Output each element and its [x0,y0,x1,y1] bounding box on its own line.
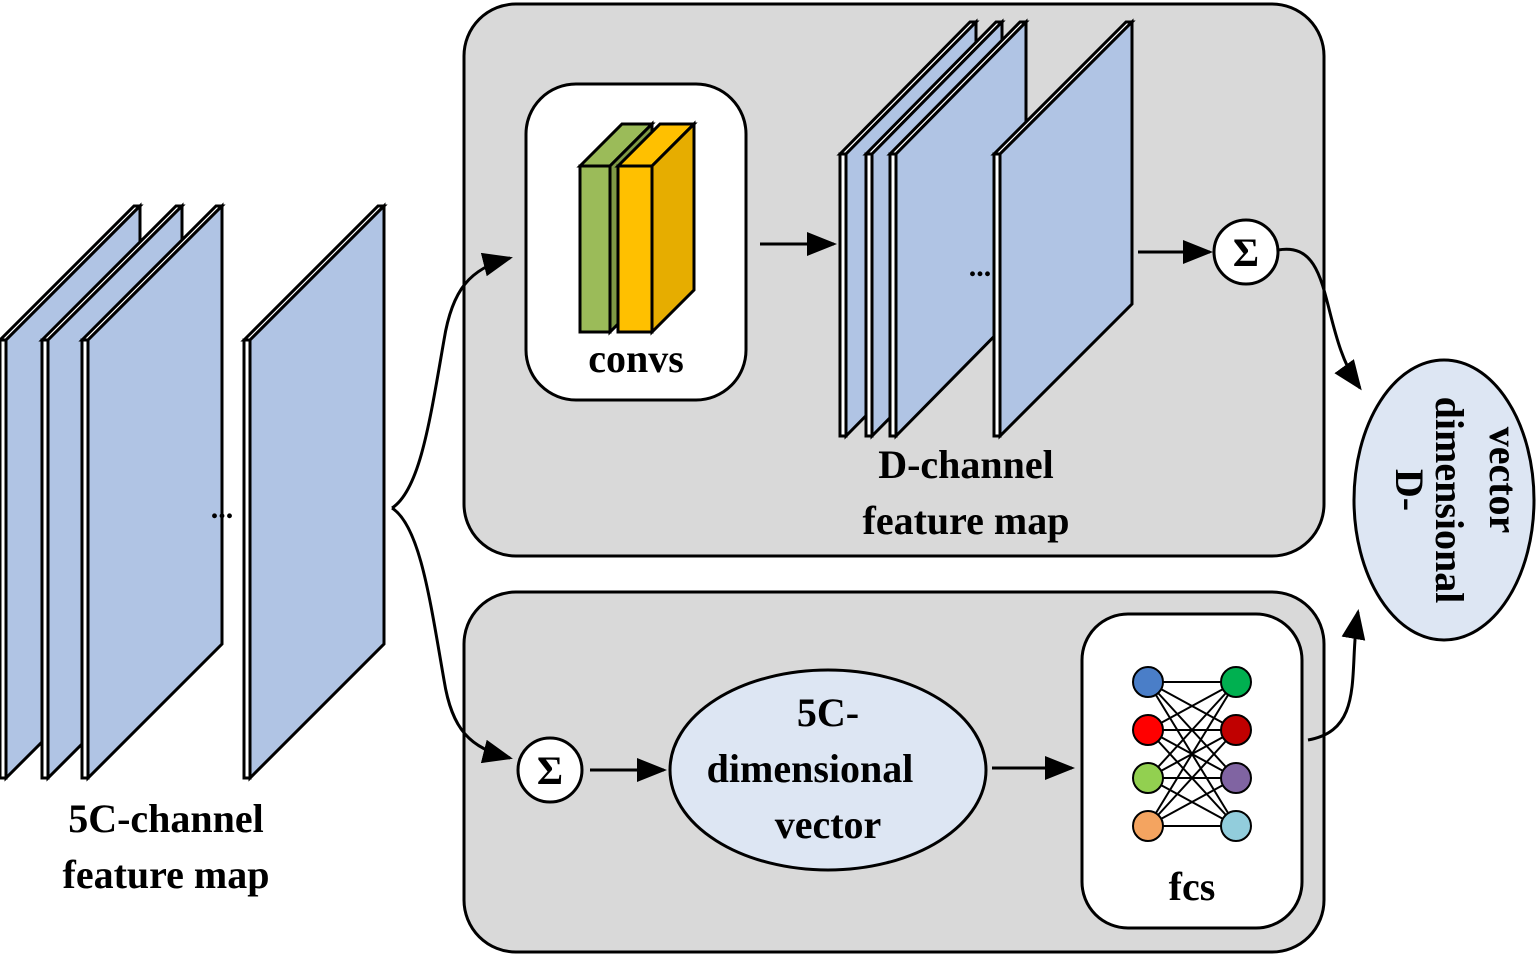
d-map-label-line1: D-channel [878,442,1054,487]
fc-output-node [1220,714,1252,746]
fc-input-node [1132,810,1164,842]
fivec-vector-line3: vector [775,802,882,847]
split-connector-top [391,252,513,510]
d-stack-ellipsis: ... [969,250,992,283]
left-feature-map-stack: ... [0,202,388,782]
fivec-vector-ellipse [668,668,988,872]
fc-input-node [1132,762,1164,794]
split-connector-bottom [391,506,513,764]
bottom-sum-node [516,736,584,804]
d-plane-4 [990,18,1136,440]
output-vector-line3: vector [1481,427,1526,534]
fcs-label: fcs [1169,864,1216,909]
bottom-sum-symbol: Σ [537,748,563,793]
fc-connection [1147,729,1237,827]
top-sum-node [1212,218,1280,286]
left-stack-label-line2: feature map [63,852,270,897]
output-vector-line1: D- [1387,469,1432,511]
fc-network [1132,666,1252,842]
left-plane-4 [240,202,388,782]
fc-connection [1147,681,1237,827]
d-map-label-line2: feature map [863,498,1070,543]
left-stack-label-line1: 5C-channel [68,796,264,841]
output-vector-line2: dimensional [1427,397,1472,604]
left-plane-3 [78,202,226,782]
fc-input-node [1132,714,1164,746]
fcs-to-output-arrow [1307,609,1366,742]
fc-input-node [1132,666,1164,698]
fc-output-node [1220,666,1252,698]
conv-block-yellow [614,120,698,336]
fc-output-node [1220,810,1252,842]
fc-output-node [1220,762,1252,794]
left-stack-ellipsis: ... [211,492,234,525]
convs-label: convs [588,336,684,381]
fc-connection [1147,681,1237,731]
fivec-vector-line1: 5C- [797,690,859,735]
top-sum-to-output-arrow [1277,247,1362,391]
d-feature-map-stack: ... [836,18,1136,440]
fc-connection [1147,777,1237,827]
fivec-vector-line2: dimensional [707,746,914,791]
top-sum-symbol: Σ [1233,230,1259,275]
fc-connection [1147,681,1237,779]
output-vector-ellipse [1352,358,1536,642]
